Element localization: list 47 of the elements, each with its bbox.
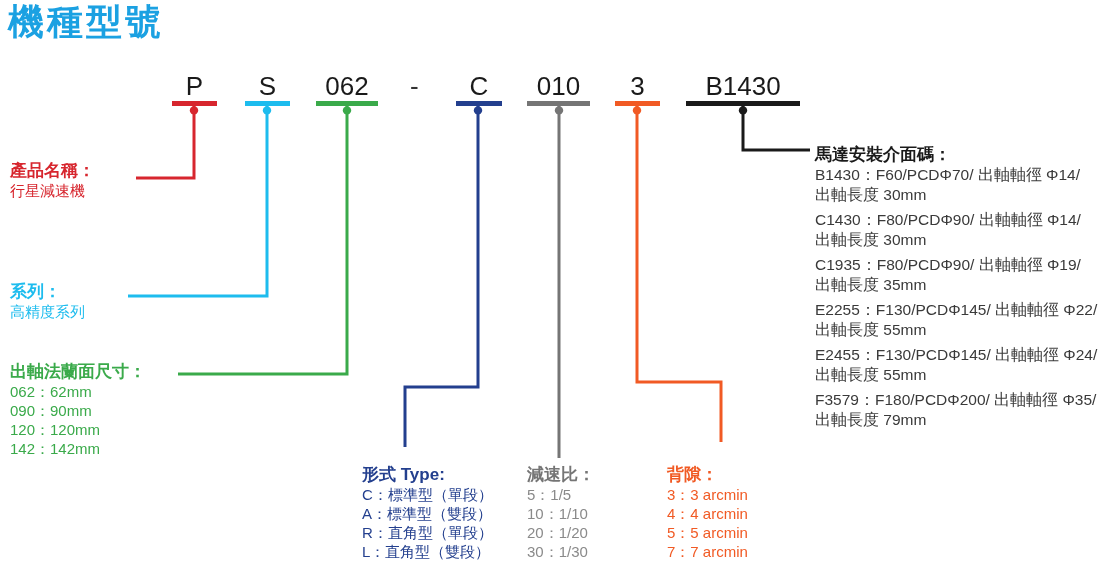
code-segment: 3 [615,72,660,106]
option-text: 5：1/5 [527,485,572,504]
separator-dash: - [410,72,419,101]
leader-line [738,106,810,152]
option-text: 4：4 arcmin [667,504,748,523]
spec-text: B1430：F60/PCDΦ70/ 出軸軸徑 Φ14/ 出軸長度 30mm [815,165,1081,205]
leader-line [136,106,199,180]
option-text: 7：7 arcmin [667,542,748,561]
field-heading: 系列： [10,281,61,302]
spec-text: E2255：F130/PCDΦ145/ 出軸軸徑 Φ22/ 出軸長度 55mm [815,300,1099,340]
code-segment: 062 [316,72,378,106]
option-text: 090：90mm [10,401,92,420]
option-text: 5：5 arcmin [667,523,748,542]
code-segment: 010 [527,72,590,106]
option-text: 20：1/20 [527,523,588,542]
spec-text: E2455：F130/PCDΦ145/ 出軸軸徑 Φ24/ 出軸長度 55mm [815,345,1099,385]
option-text: R：直角型（單段） [362,523,493,542]
code-segment: B1430 [686,72,800,106]
spec-text: C1430：F80/PCDΦ90/ 出軸軸徑 Φ14/ 出軸長度 30mm [815,210,1082,250]
field-heading: 減速比： [527,464,595,485]
option-text: 10：1/10 [527,504,588,523]
field-heading: 形式 Type: [362,464,445,485]
leader-line [403,106,483,447]
option-text: 062：62mm [10,382,92,401]
option-text: 120：120mm [10,420,101,439]
option-text: L：直角型（雙段） [362,542,491,561]
spec-text: F3579：F180/PCDΦ200/ 出軸軸徑 Φ35/ 出軸長度 79mm [815,390,1098,430]
field-heading: 馬達安裝介面碼： [815,144,951,165]
leader-line [554,106,564,458]
code-segment: S [245,72,290,106]
option-text: A：標準型（雙段） [362,504,492,523]
code-segment: P [172,72,217,106]
spec-text: C1935：F80/PCDΦ90/ 出軸軸徑 Φ19/ 出軸長度 35mm [815,255,1082,295]
leader-line [128,106,272,298]
leader-line [632,106,723,442]
field-heading: 出軸法蘭面尺寸： [10,361,146,382]
description-text: 行星減速機 [10,181,85,200]
option-text: C：標準型（單段） [362,485,493,504]
field-heading: 背隙： [667,464,718,485]
option-text: 142：142mm [10,439,101,458]
page-title: 機種型號 [8,1,164,43]
leader-line [178,106,352,376]
option-text: 30：1/30 [527,542,588,561]
code-segment: C [456,72,502,106]
description-text: 高精度系列 [10,302,85,321]
option-text: 3：3 arcmin [667,485,748,504]
field-heading: 產品名稱： [10,160,95,181]
